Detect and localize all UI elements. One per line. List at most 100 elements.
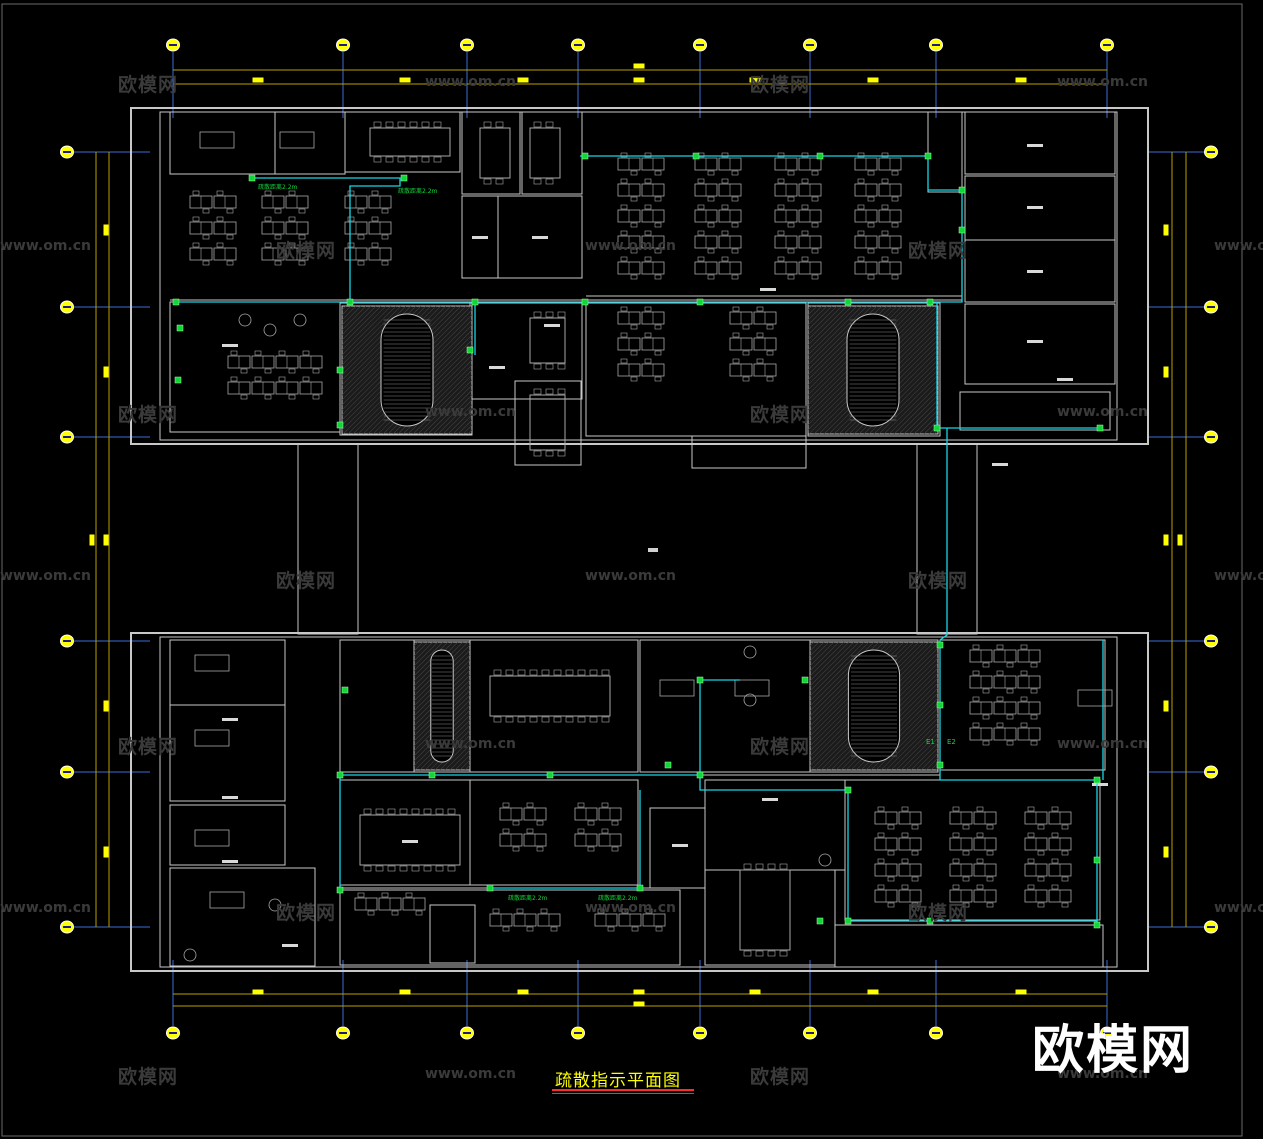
chair-icon (545, 388, 554, 395)
room-tag (222, 796, 238, 799)
stair-run (846, 313, 900, 427)
chair-icon (230, 376, 238, 382)
evacuation-route (939, 428, 948, 641)
chair-icon (801, 178, 809, 184)
chair-icon (721, 204, 729, 210)
chair-icon (545, 178, 554, 185)
chair-icon (962, 902, 970, 908)
dimension-tag (517, 77, 529, 83)
chair-icon (743, 950, 752, 957)
chair-icon (302, 376, 310, 382)
chair-icon (901, 884, 909, 890)
room-tag (489, 366, 505, 369)
office-desk (659, 679, 695, 697)
dimension-tag (1163, 224, 1169, 236)
dimension-tag (1163, 534, 1169, 546)
route-label: 疏散距离2.2m (398, 188, 438, 195)
chair-icon (601, 716, 610, 723)
chair-icon (972, 696, 980, 702)
dimension-tag (867, 77, 879, 83)
chair-icon (801, 152, 809, 158)
chair-icon (654, 324, 662, 330)
chair-icon (274, 260, 282, 266)
evacuation-sign-icon (172, 298, 180, 306)
chair-icon (655, 926, 663, 932)
chair-icon (1006, 688, 1014, 694)
chair-icon (1051, 858, 1059, 864)
stair-cores (341, 305, 939, 771)
office-desk (734, 679, 770, 697)
evacuation-sign-icon (346, 298, 354, 306)
evacuation-sign-icon (664, 761, 672, 769)
route-label: 疏散距离2.2m (598, 895, 638, 902)
dimension-tag (252, 989, 264, 995)
chair-icon (620, 306, 628, 312)
chair-icon (620, 358, 628, 364)
chair-icon (411, 865, 420, 872)
meeting-table (369, 127, 451, 157)
lounge-chair (743, 645, 757, 659)
chair-icon (381, 892, 389, 898)
chair-icon (1006, 662, 1014, 668)
chair-icon (777, 230, 785, 236)
chair-icon (557, 363, 566, 370)
evacuation-sign-icon (636, 884, 644, 892)
evacuation-route (250, 177, 401, 302)
chair-icon (986, 824, 994, 830)
chair-icon (881, 256, 889, 262)
chair-icon (777, 204, 785, 210)
chair-icon (767, 863, 776, 870)
chair-icon (533, 388, 542, 395)
chair-icon (857, 256, 865, 262)
chair-icon (495, 178, 504, 185)
office-desk (194, 654, 230, 672)
chair-icon (721, 178, 729, 184)
courtyard-edge (297, 443, 359, 635)
furniture-layout (183, 121, 1113, 962)
evacuation-sign-icon (933, 424, 941, 432)
north-wing-inner (159, 111, 1118, 441)
chair-icon (707, 248, 715, 254)
chair-icon (512, 820, 520, 826)
route-label: 疏散距离2.2m (258, 184, 298, 191)
chair-icon (630, 222, 638, 228)
room-tag (760, 288, 776, 291)
chair-icon (541, 669, 550, 676)
chair-icon (891, 222, 899, 228)
evacuation-route (343, 679, 740, 776)
chair-icon (777, 178, 785, 184)
dimension-tag (103, 846, 109, 858)
chair-icon (1037, 850, 1045, 856)
chair-icon (492, 908, 500, 914)
chair-icon (645, 908, 653, 914)
dimension-tag (103, 700, 109, 712)
evacuation-sign-icon (336, 366, 344, 374)
chair-icon (607, 926, 615, 932)
chair-icon (766, 324, 774, 330)
evacuation-sign-icon (816, 917, 824, 925)
room-tag (222, 344, 238, 347)
chair-icon (589, 716, 598, 723)
room-wall (834, 924, 1104, 968)
chair-icon (911, 876, 919, 882)
chair-icon (298, 234, 306, 240)
chair-icon (192, 242, 200, 248)
chair-icon (387, 808, 396, 815)
chair-icon (385, 156, 394, 163)
chair-icon (779, 863, 788, 870)
room-wall (169, 639, 286, 706)
chair-icon (1027, 832, 1035, 838)
chair-icon (756, 306, 764, 312)
chair-icon (533, 363, 542, 370)
room-tag (992, 463, 1008, 466)
chair-icon (620, 152, 628, 158)
chair-icon (731, 196, 739, 202)
dimension-tag (633, 1001, 645, 1007)
evacuation-sign-icon (936, 701, 944, 709)
room-wall (964, 239, 1116, 303)
dimension-tag (103, 366, 109, 378)
evacuation-sign-icon (936, 641, 944, 649)
exit-signs (172, 152, 1104, 929)
chair-icon (536, 820, 544, 826)
